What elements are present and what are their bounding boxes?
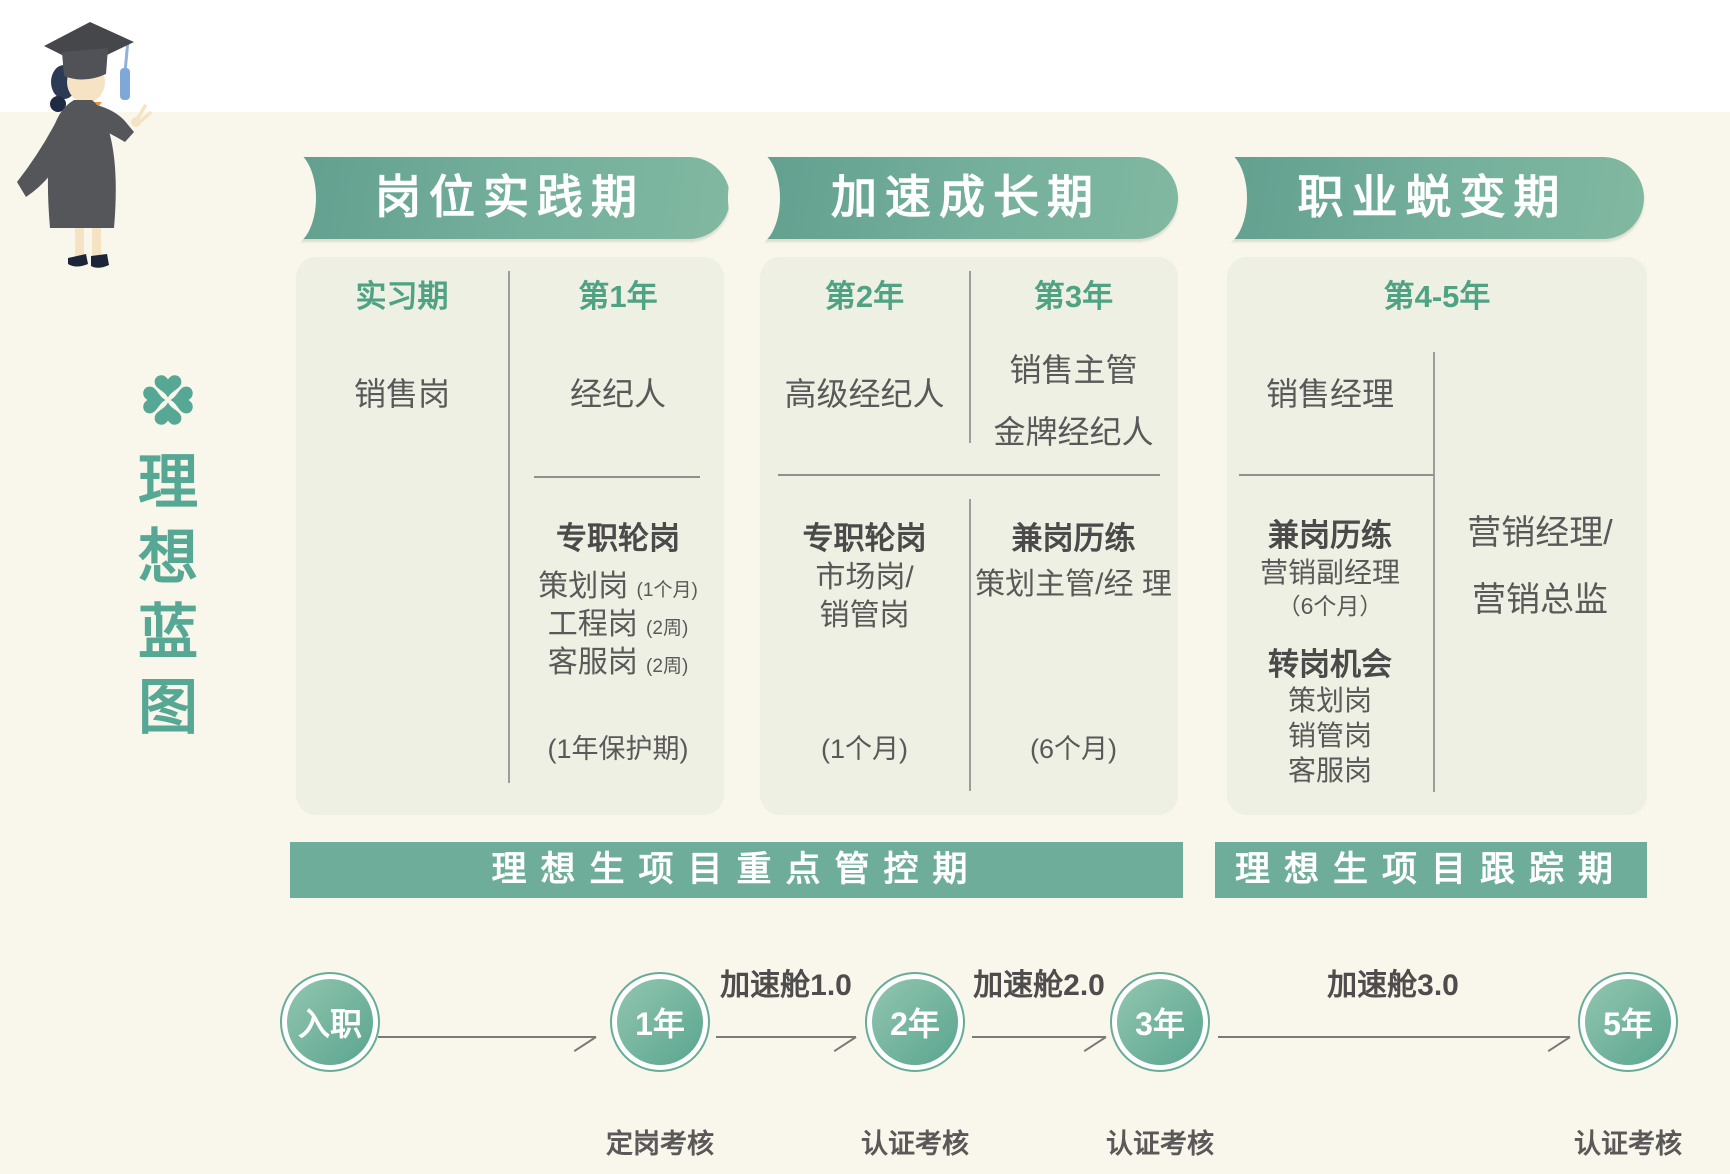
role-label: 营销经理/ xyxy=(1467,514,1613,552)
exam-label: 认证考核 xyxy=(1574,1129,1682,1159)
shoe xyxy=(68,254,88,267)
vertical-title-char: 想 xyxy=(138,524,198,591)
rotation-title: 兼岗历练 xyxy=(1011,521,1136,556)
leg xyxy=(92,224,101,258)
cap-base xyxy=(62,48,108,80)
duration-note: （6个月） xyxy=(1277,593,1383,619)
vertical-title-char: 蓝 xyxy=(138,599,198,666)
transfer-item: 策划岗 xyxy=(1287,685,1372,716)
role-label: 营销总监 xyxy=(1472,581,1608,619)
rotation-item: 策划主管/经 理 xyxy=(975,568,1172,601)
accelerator-label: 加速舱1.0 xyxy=(720,969,852,1002)
exam-label: 认证考核 xyxy=(1106,1129,1214,1159)
role-label: 金牌经纪人 xyxy=(993,414,1154,450)
leg xyxy=(75,224,84,258)
column-header: 第1年 xyxy=(578,279,658,314)
exam-label: 定岗考核 xyxy=(606,1129,714,1159)
stage-panel-growth: 第2年 第3年 高级经纪人 销售主管 金牌经纪人 专职轮岗 市场岗/ 销管岗 兼… xyxy=(760,257,1178,815)
column-header: 第2年 xyxy=(824,279,905,314)
duration-note: (2周) xyxy=(646,656,689,677)
clover-icon xyxy=(143,375,193,425)
transfer-title: 转岗机会 xyxy=(1268,647,1392,682)
transfer-item: 销管岗 xyxy=(1287,720,1372,751)
stage-banner-growth: 加速成长期 xyxy=(754,157,1178,239)
timeline-node-year5: 5年 xyxy=(1578,972,1678,1072)
column-header: 第4-5年 xyxy=(1383,279,1491,314)
tassel-icon xyxy=(120,68,130,100)
timeline-arrow xyxy=(716,1036,856,1038)
rotation-title: 专职轮岗 xyxy=(556,521,680,556)
duration-note: (1个月) xyxy=(821,734,908,764)
column-header: 实习期 xyxy=(355,279,449,314)
accelerator-label: 加速舱3.0 xyxy=(1327,969,1459,1002)
duration-note: (6个月) xyxy=(1030,734,1117,764)
vertical-title: 理 想 蓝 图 xyxy=(130,452,206,739)
exam-label: 认证考核 xyxy=(861,1129,969,1159)
protection-note: (1年保护期) xyxy=(547,734,689,764)
stage-banner-transform: 职业蜕变期 xyxy=(1221,157,1644,239)
duration-note: (1个月) xyxy=(636,580,698,601)
vertical-title-char: 图 xyxy=(138,674,198,741)
graduate-illustration xyxy=(17,22,152,268)
role-label: 经纪人 xyxy=(569,376,666,412)
vertical-title-char: 理 xyxy=(138,449,198,516)
rotation-item: 市场岗/ 销管岗 xyxy=(815,561,914,632)
stage-panel-practice: 实习期 第1年 销售岗 经纪人 专职轮岗 策划岗 (1个月) 工程岗 (2周) … xyxy=(296,257,724,815)
role-label: 高级经纪人 xyxy=(784,376,945,412)
rotation-title: 专职轮岗 xyxy=(802,521,927,556)
gown-body xyxy=(47,100,116,228)
duration-note: (2周) xyxy=(646,618,689,639)
transfer-item: 客服岗 xyxy=(1287,755,1372,786)
timeline-node-start: 入职 xyxy=(280,972,380,1072)
finger xyxy=(136,104,147,120)
rotation-item: 策划岗 (1个月) xyxy=(538,570,698,603)
role-label: 销售岗 xyxy=(353,376,450,412)
stage-banner-practice: 岗位实践期 xyxy=(290,157,730,239)
stage-panel-transform: 第4-5年 销售经理 兼岗历练 营销副经理 （6个月） 转岗机会 策划岗 销管岗… xyxy=(1227,257,1647,815)
divider-vertical xyxy=(969,271,971,443)
rotation-item: 工程岗 (2周) xyxy=(547,608,689,641)
finger xyxy=(139,111,152,123)
rotation-title: 兼岗历练 xyxy=(1268,518,1392,553)
control-period-bar: 理想生项目重点管控期 xyxy=(290,842,1183,898)
gown-left-sleeve xyxy=(17,114,66,197)
timeline-node-year1: 1年 xyxy=(610,972,710,1072)
timeline-arrow xyxy=(1218,1036,1570,1038)
timeline-arrow xyxy=(972,1036,1106,1038)
tracking-period-bar: 理想生项目跟踪期 xyxy=(1215,842,1647,898)
role-label: 销售主管 xyxy=(1009,352,1138,388)
divider-horizontal xyxy=(1239,474,1433,476)
accelerator-label: 加速舱2.0 xyxy=(973,969,1105,1002)
tassel-cord xyxy=(123,39,130,73)
divider-horizontal xyxy=(534,476,700,478)
role-label: 销售经理 xyxy=(1265,376,1394,412)
divider-horizontal xyxy=(778,474,1160,476)
gown-right-sleeve xyxy=(92,104,134,142)
top-white-band xyxy=(0,0,1730,112)
hair-bun xyxy=(50,96,66,112)
shoe xyxy=(91,254,109,268)
timeline-node-year2: 2年 xyxy=(865,972,965,1072)
role-label: 营销副经理 xyxy=(1259,557,1400,588)
timeline-node-year3: 3年 xyxy=(1110,972,1210,1072)
divider-vertical xyxy=(969,499,971,791)
timeline-arrow xyxy=(378,1036,596,1038)
divider-vertical xyxy=(508,271,510,783)
rotation-item: 客服岗 (2周) xyxy=(547,646,689,679)
divider-vertical xyxy=(1433,352,1435,792)
column-header: 第3年 xyxy=(1033,279,1114,314)
